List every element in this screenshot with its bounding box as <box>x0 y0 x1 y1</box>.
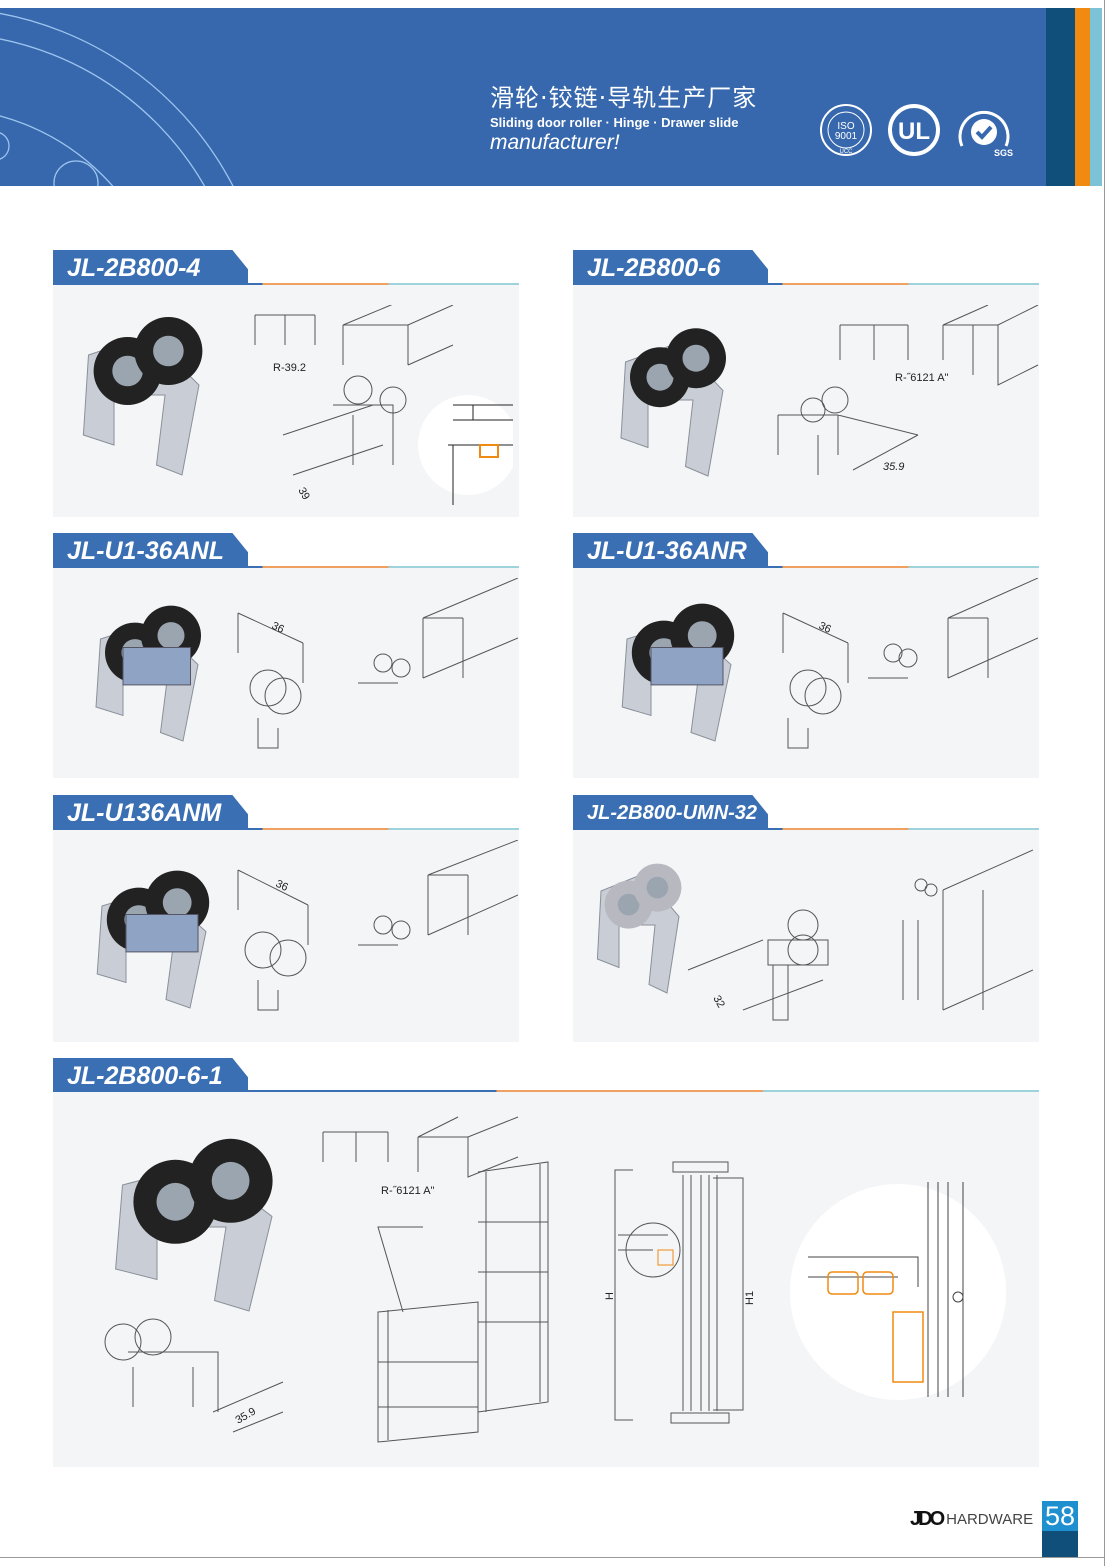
dimension-label: 39 <box>295 486 312 503</box>
roller-photo <box>596 863 682 994</box>
profile-label: R-˝6121 A" <box>895 372 949 384</box>
product-title-tab: JL-2B800-6-1 <box>53 1058 248 1093</box>
sgs-seal-icon: SGS <box>958 110 1013 158</box>
profile-label: R-39.2 <box>273 362 306 374</box>
title-underline <box>53 566 519 568</box>
dimension-label: 36 <box>817 620 833 636</box>
bearing <box>646 363 674 391</box>
product-panel-jl-2b800-6-1: 35.9 R-˝6121 A" H H1 <box>53 1092 1039 1467</box>
product-title-tab: JL-2B800-UMN-32 <box>573 795 768 830</box>
roller-photo <box>95 605 201 742</box>
bearing <box>682 344 710 372</box>
bearing <box>156 1182 195 1221</box>
detail-closeup <box>790 1182 1006 1400</box>
page-number: 58 <box>1042 1501 1078 1531</box>
product-panel-jl-2b800-4: R-39.2 39 <box>53 285 519 517</box>
title-underline <box>573 828 1039 830</box>
title-underline <box>573 566 1039 568</box>
technical-drawing: 36 <box>237 578 518 749</box>
bottom-rule <box>0 1557 1104 1558</box>
elevation-drawing: H H1 <box>604 1161 756 1424</box>
roller-photo <box>96 870 210 1009</box>
bearing <box>617 893 640 916</box>
product-panel-jl-u1-36anr: 36 <box>573 568 1039 778</box>
page-edge <box>1104 0 1105 1566</box>
product-panel-jl-2b800-umn-32: 32 <box>573 830 1039 1042</box>
title-underline <box>53 1090 1039 1092</box>
bearing <box>687 621 717 650</box>
mount-plate <box>122 647 191 686</box>
product-panel-jl-u1-36anl: 36 <box>53 568 519 778</box>
page-number-block <box>1042 1531 1078 1557</box>
roller-photo <box>82 317 203 476</box>
ul-logo-icon: UL <box>888 104 940 156</box>
bearing <box>211 1161 250 1200</box>
bearing <box>112 355 143 387</box>
dimension-label: 35.9 <box>883 461 904 473</box>
title-chinese: 滑轮·铰链·导轨生产厂家 <box>490 84 758 112</box>
technical-drawing: R-39.2 39 <box>254 305 513 505</box>
bearing <box>153 335 184 367</box>
product-title-tab: JL-2B800-4 <box>53 250 248 285</box>
dimension-label: 32 <box>710 994 727 1011</box>
product-title-tab: JL-U1-36ANR <box>573 533 768 568</box>
height-label-h1: H1 <box>744 1291 756 1305</box>
header-banner: 滑轮·铰链·导轨生产厂家 Sliding door roller · Hinge… <box>0 8 1046 186</box>
subtitle: manufacturer! <box>490 131 620 154</box>
accent-stripe-light <box>1090 8 1102 186</box>
technical-drawing: 36 <box>237 840 518 1011</box>
svg-text:UL: UL <box>898 118 930 145</box>
bearing <box>162 888 192 917</box>
technical-drawing: 36 <box>782 578 1038 749</box>
svg-text:9001: 9001 <box>835 131 858 142</box>
svg-text:SGS: SGS <box>994 148 1013 158</box>
decorative-arcs <box>0 12 234 186</box>
mount-plate <box>125 914 199 953</box>
accent-stripe-navy <box>1046 8 1075 186</box>
brand-name: HARDWARE <box>946 1511 1034 1528</box>
svg-text:UCC: UCC <box>840 149 854 155</box>
title-underline <box>53 283 519 285</box>
bearing <box>157 622 185 650</box>
height-label: H <box>604 1292 616 1300</box>
roller-photo <box>115 1138 273 1312</box>
brand-logo: JDO <box>910 1508 945 1530</box>
accent-stripe-orange <box>1075 8 1090 186</box>
product-title-tab: JL-2B800-6 <box>573 250 768 285</box>
product-panel-jl-2b800-6: R-˝6121 A" 35.9 <box>573 285 1039 517</box>
title-english: Sliding door roller · Hinge · Drawer sli… <box>490 115 739 130</box>
svg-text:ISO: ISO <box>837 121 854 132</box>
sliding-door-drawing: R-˝6121 A" <box>322 1116 549 1443</box>
bearing <box>646 876 669 899</box>
title-underline <box>53 828 519 830</box>
technical-drawing: 32 <box>687 849 1033 1021</box>
title-underline <box>573 283 1039 285</box>
product-title-tab: JL-U136ANM <box>53 795 248 830</box>
dimension-label: 36 <box>274 878 290 894</box>
profile-label: R-˝6121 A" <box>381 1185 435 1197</box>
dimension-label: 36 <box>270 620 286 636</box>
technical-drawing: R-˝6121 A" 35.9 <box>777 305 1039 475</box>
mount-plate <box>650 647 724 686</box>
product-panel-jl-u136anm: 36 <box>53 830 519 1042</box>
technical-drawing-roller: 35.9 <box>104 1318 284 1433</box>
roller-photo <box>621 603 735 742</box>
product-title-tab: JL-U1-36ANL <box>53 533 248 568</box>
roller-photo <box>620 328 726 477</box>
